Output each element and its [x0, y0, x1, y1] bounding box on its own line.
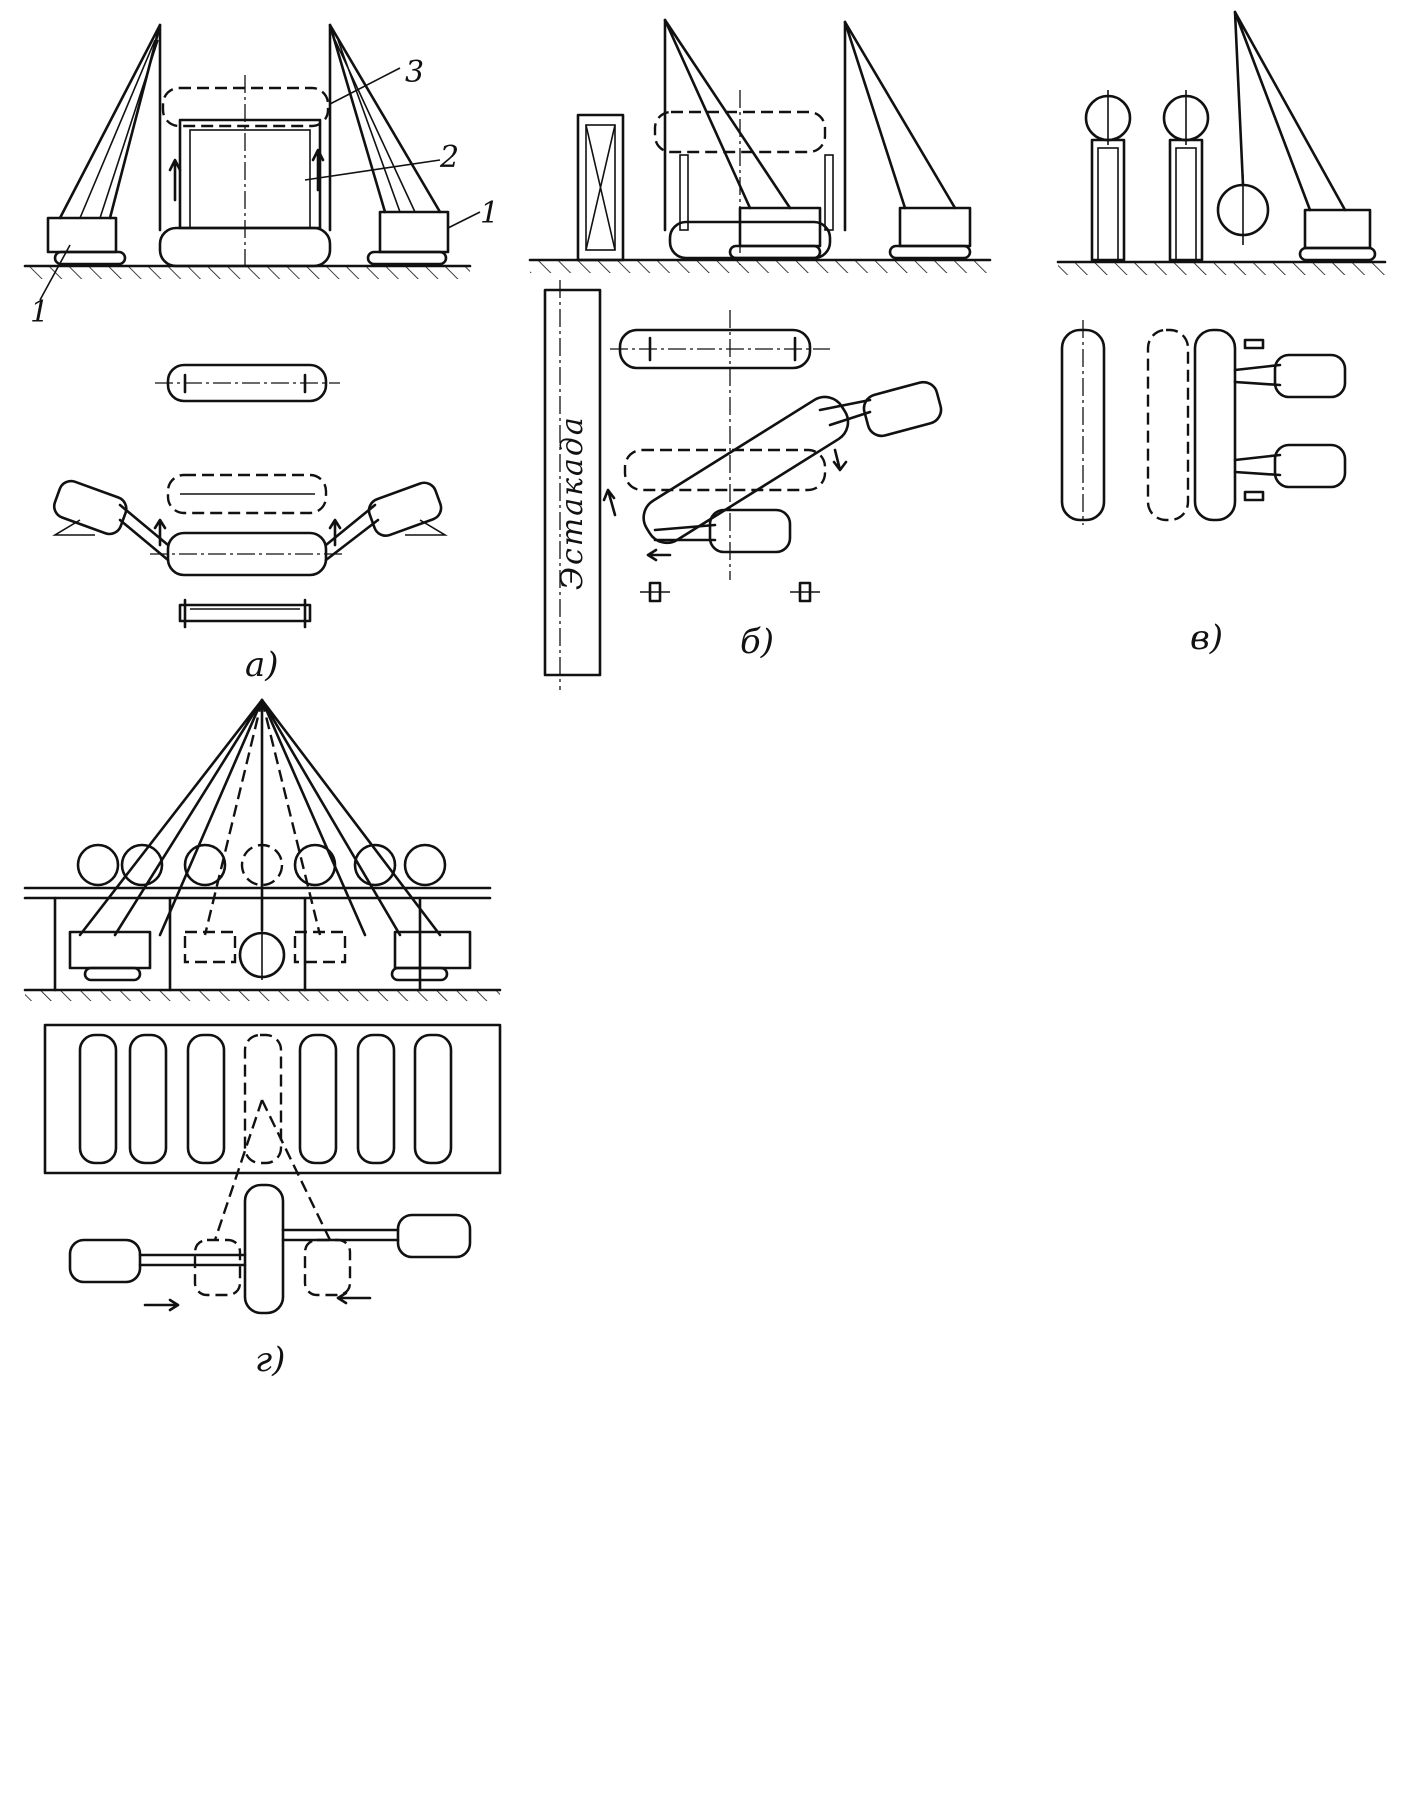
crane-right — [328, 23, 450, 266]
panel-g-plan — [43, 1023, 502, 1315]
panel-a-plan — [52, 363, 448, 629]
caption-panel-b: б) — [740, 622, 775, 662]
trestle — [543, 288, 602, 677]
panel-g-elevation — [23, 698, 502, 1001]
panel-b-elevation — [528, 18, 992, 273]
panel-b-plan — [543, 280, 943, 690]
label-1-left: 1 — [30, 295, 50, 330]
label-1-right: 1 — [480, 196, 500, 231]
estakada-label: Эстакада — [555, 415, 590, 590]
caption-panel-v: в) — [1190, 618, 1224, 658]
label-3: 3 — [405, 55, 425, 90]
caption-panel-a: а) — [245, 645, 279, 685]
label-2: 2 — [440, 140, 460, 175]
panel-a-elevation — [23, 23, 481, 301]
panel-v-plan — [1060, 320, 1347, 525]
crane-left — [46, 23, 162, 266]
caption-panel-g: г) — [255, 1340, 286, 1380]
panel-v-elevation — [1056, 10, 1387, 275]
support-frame — [178, 118, 322, 230]
